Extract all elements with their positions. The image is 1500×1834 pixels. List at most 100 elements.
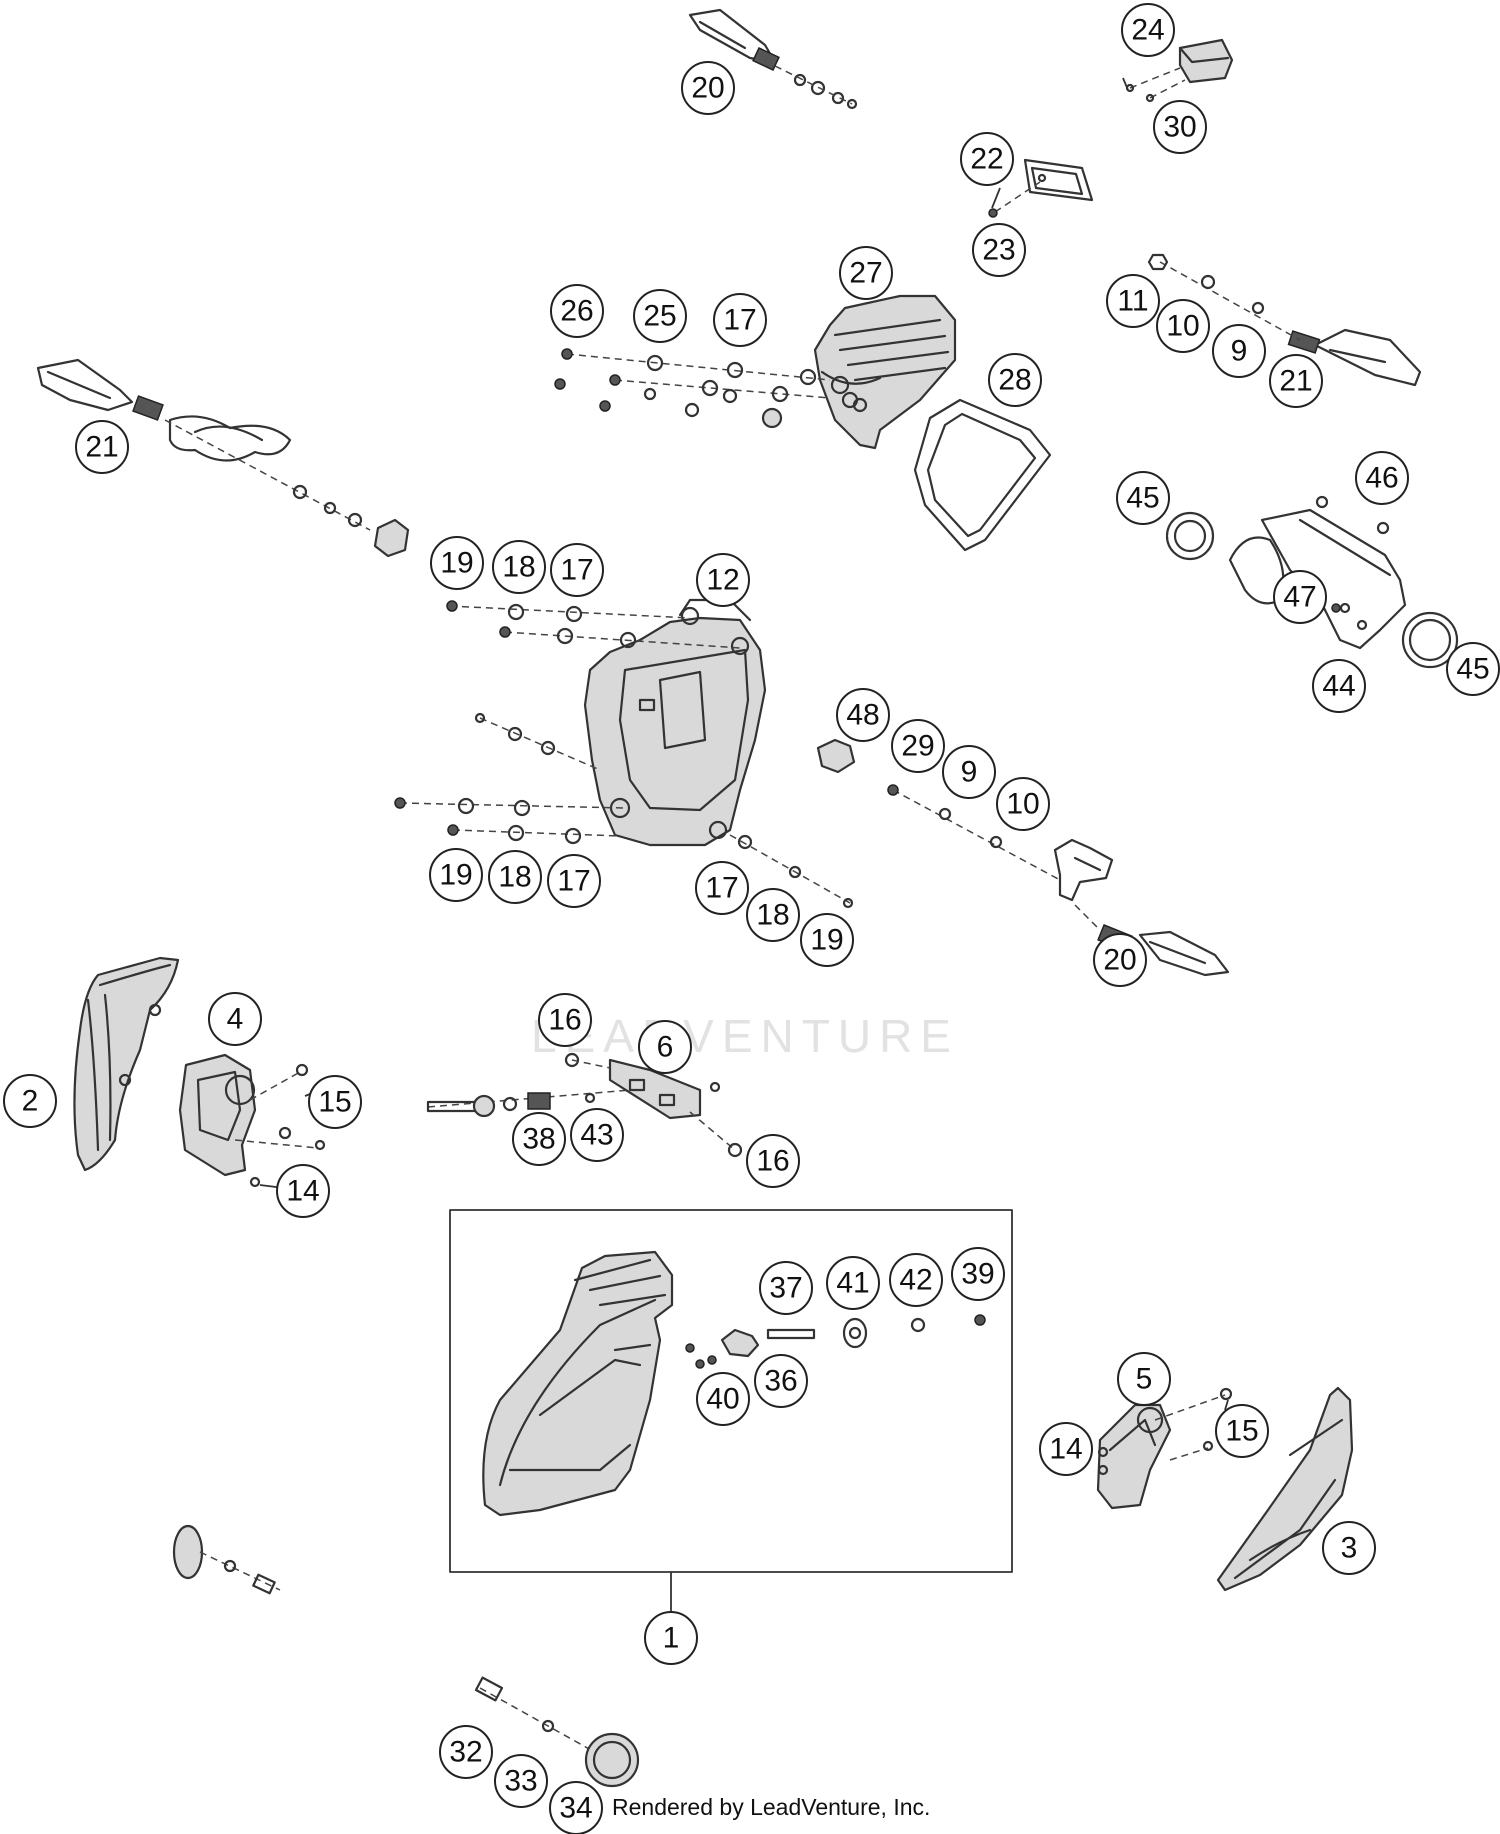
svg-text:14: 14 (286, 1175, 319, 1208)
svg-text:19: 19 (439, 859, 472, 892)
callout-36: 36 (754, 1354, 808, 1408)
svg-text:28: 28 (998, 364, 1031, 397)
callout-34: 34 (549, 1781, 603, 1834)
svg-text:23: 23 (982, 234, 1015, 267)
fairing-holder-left-part (178, 1053, 326, 1188)
svg-text:29: 29 (901, 730, 934, 763)
svg-text:9: 9 (961, 756, 978, 789)
callout-26: 26 (550, 284, 604, 338)
callout-5: 5 (1117, 1352, 1171, 1406)
svg-text:3: 3 (1341, 1532, 1358, 1565)
callout-39: 39 (951, 1247, 1005, 1301)
callout-38: 38 (512, 1112, 566, 1166)
callout-20-top: 20 (681, 61, 735, 115)
callout-40: 40 (696, 1372, 750, 1426)
callout-17-a: 17 (550, 543, 604, 597)
callout-19-a: 19 (430, 536, 484, 590)
cluster-frame-part (913, 398, 1052, 552)
callout-37: 37 (759, 1261, 813, 1315)
turn-signal-top-right-part (688, 8, 858, 110)
headlight-bracket-part (583, 598, 767, 847)
callout-10-top: 10 (1156, 299, 1210, 353)
position-light-lower-part (474, 1676, 640, 1788)
callout-16-bottom: 16 (746, 1134, 800, 1188)
callout-6: 6 (638, 1020, 692, 1074)
svg-text:20: 20 (1103, 944, 1136, 977)
svg-text:25: 25 (643, 300, 676, 333)
svg-text:24: 24 (1131, 14, 1164, 47)
svg-text:17: 17 (557, 865, 590, 898)
svg-text:15: 15 (1225, 1415, 1258, 1448)
svg-text:38: 38 (522, 1123, 555, 1156)
side-fairing-left-part (73, 956, 180, 1172)
callout-47: 47 (1273, 570, 1327, 624)
cluster-fasteners-part (554, 348, 859, 429)
svg-text:4: 4 (227, 1003, 244, 1036)
callout-11: 11 (1106, 274, 1160, 328)
fairing-holder-right-part (1096, 1387, 1233, 1510)
side-fairing-right-part (1216, 1386, 1354, 1592)
callout-42: 42 (889, 1253, 943, 1307)
callout-30: 30 (1153, 100, 1207, 154)
svg-text:39: 39 (961, 1258, 994, 1291)
callout-22: 22 (960, 132, 1014, 186)
svg-text:21: 21 (85, 431, 118, 464)
callout-33: 33 (494, 1754, 548, 1808)
callout-4: 4 (208, 992, 262, 1046)
callout-41: 41 (826, 1256, 880, 1310)
callout-19-c: 19 (800, 913, 854, 967)
callout-45-left: 45 (1116, 471, 1170, 525)
callout-19-b: 19 (429, 848, 483, 902)
svg-text:27: 27 (849, 257, 882, 290)
svg-text:17: 17 (723, 304, 756, 337)
svg-text:5: 5 (1136, 1363, 1153, 1396)
callout-27: 27 (839, 246, 893, 300)
callout-29: 29 (891, 719, 945, 773)
svg-text:14: 14 (1049, 1433, 1082, 1466)
callout-28: 28 (988, 353, 1042, 407)
callout-1: 1 (644, 1611, 698, 1665)
callout-18-b: 18 (488, 850, 542, 904)
svg-text:32: 32 (449, 1736, 482, 1769)
svg-text:36: 36 (764, 1365, 797, 1398)
svg-text:26: 26 (560, 295, 593, 328)
callout-14-right: 14 (1039, 1422, 1093, 1476)
callout-18-a: 18 (492, 540, 546, 594)
callout-10-mid: 10 (996, 777, 1050, 831)
svg-text:15: 15 (318, 1086, 351, 1119)
bracket-fasteners-part (394, 600, 854, 909)
svg-text:10: 10 (1006, 788, 1039, 821)
watermark-text: LEADVENTURE (531, 1010, 959, 1062)
svg-text:43: 43 (580, 1119, 613, 1152)
callout-3: 3 (1322, 1521, 1376, 1575)
callout-24: 24 (1121, 3, 1175, 57)
svg-text:20: 20 (691, 72, 724, 105)
headlight-assembly-box (449, 1209, 1013, 1612)
callout-15-right: 15 (1215, 1404, 1269, 1458)
callout-46: 46 (1355, 451, 1409, 505)
reflector-part (988, 158, 1094, 218)
svg-text:6: 6 (657, 1031, 674, 1064)
license-light-part (1125, 38, 1234, 103)
headlight-adjuster-part (426, 1052, 743, 1158)
turn-signal-lower-right-part (816, 738, 1230, 977)
callout-17-top: 17 (713, 293, 767, 347)
callout-18-c: 18 (746, 888, 800, 942)
callout-2: 2 (3, 1074, 57, 1128)
turn-signal-left-part (36, 358, 410, 558)
callout-23: 23 (972, 223, 1026, 277)
svg-text:42: 42 (899, 1264, 932, 1297)
callout-15-left: 15 (308, 1075, 362, 1129)
svg-text:46: 46 (1365, 462, 1398, 495)
callout-9-top: 9 (1212, 324, 1266, 378)
svg-text:11: 11 (1117, 285, 1148, 318)
svg-text:41: 41 (836, 1267, 869, 1300)
callout-17-c: 17 (695, 861, 749, 915)
callout-12: 12 (696, 553, 750, 607)
svg-text:45: 45 (1456, 653, 1489, 686)
svg-text:17: 17 (560, 554, 593, 587)
svg-text:48: 48 (846, 699, 879, 732)
svg-text:19: 19 (440, 547, 473, 580)
svg-text:1: 1 (663, 1622, 680, 1655)
